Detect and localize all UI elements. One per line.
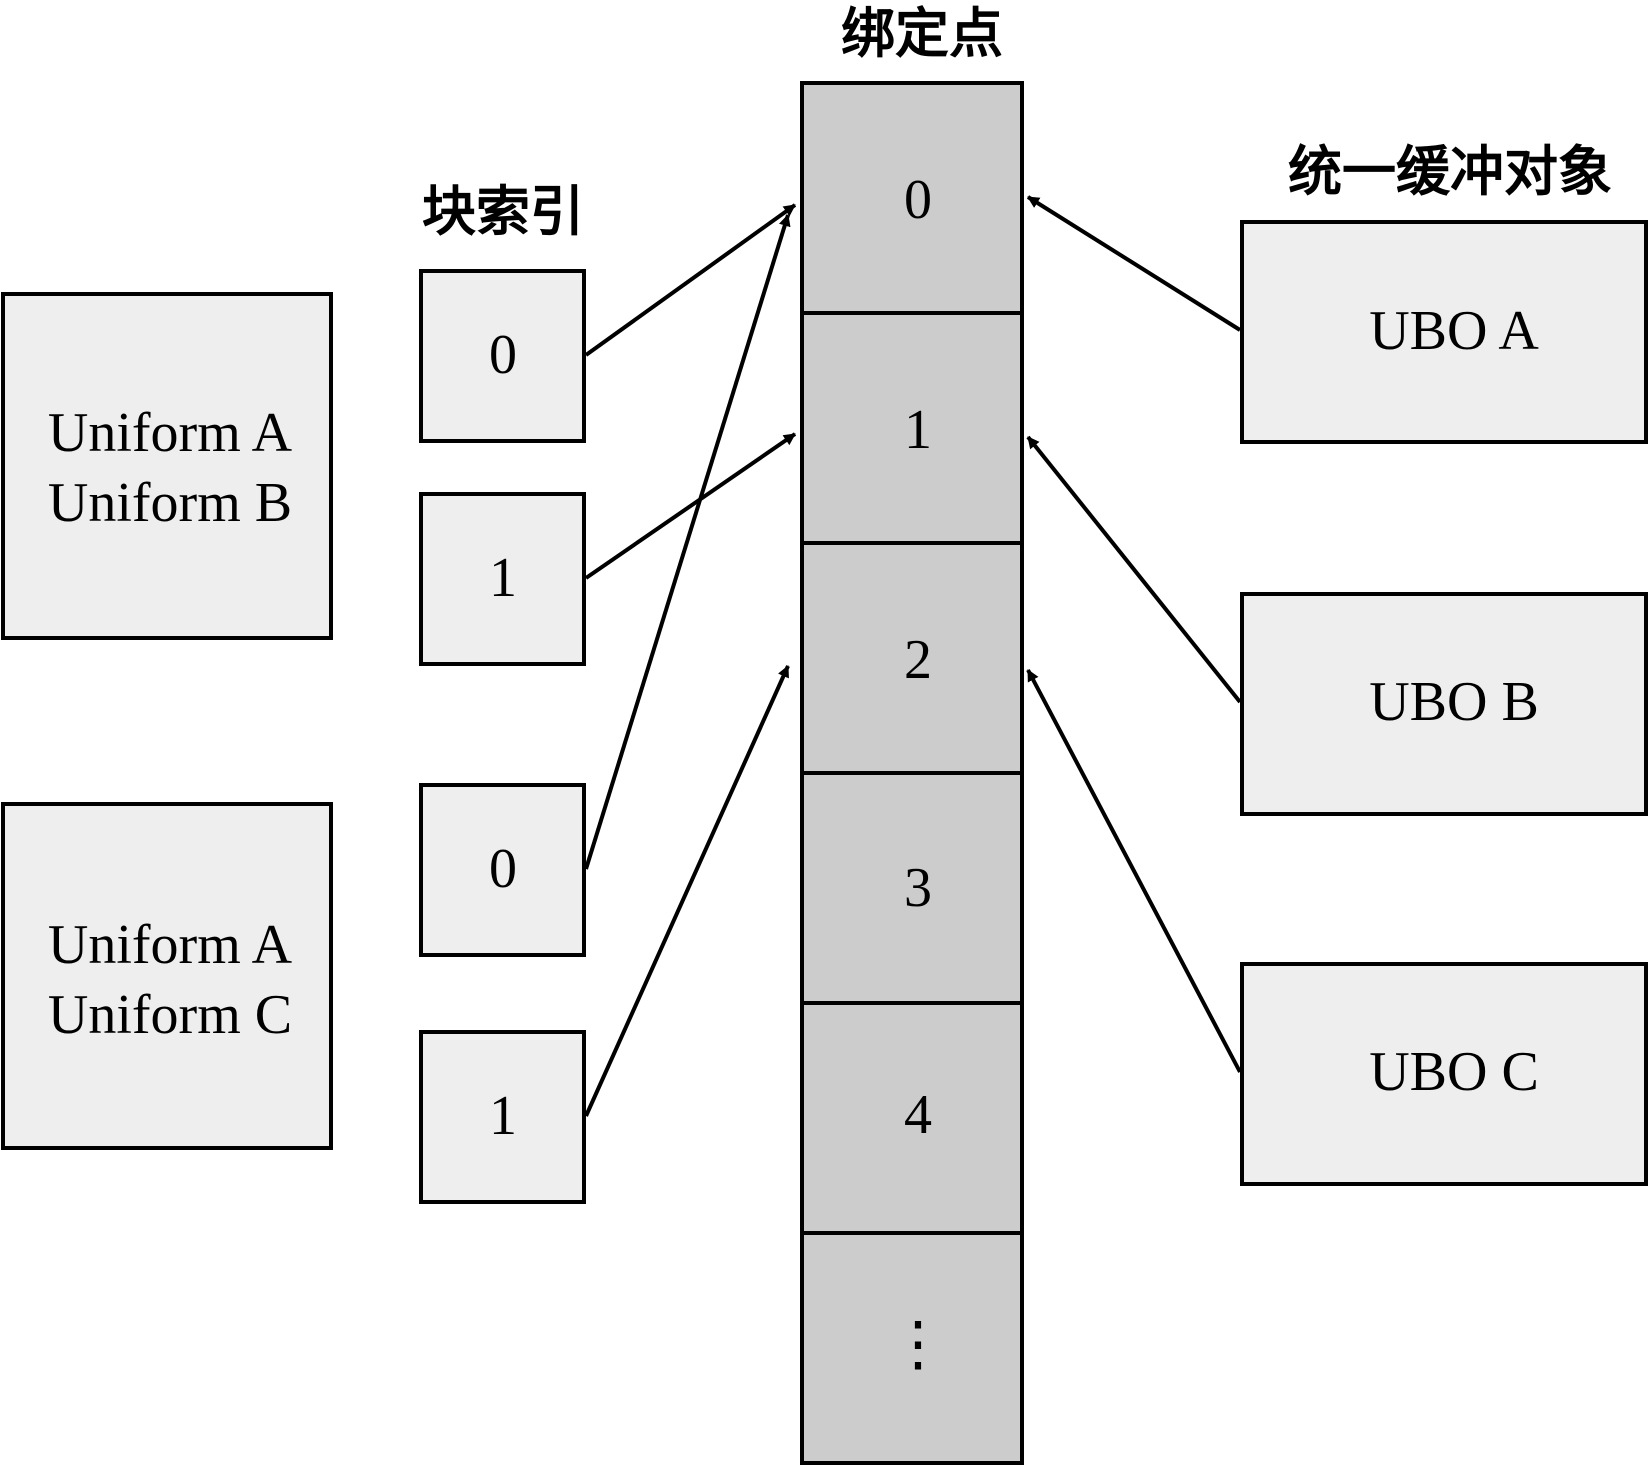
program-1-uniform-line-1: Uniform A (48, 402, 293, 464)
arrow-ubo-to-binding-1 (1026, 435, 1242, 704)
binding-point-ellipsis: ⋮ (888, 1311, 948, 1377)
ubo-box: UBO C (1240, 962, 1648, 1186)
binding-point-label: 0 (904, 169, 932, 231)
arrow-block-index-to-binding-2 (584, 665, 790, 1117)
binding-point-label: 1 (904, 399, 932, 461)
svg-text:0: 0 (489, 838, 517, 900)
binding-point-slot (800, 1231, 1024, 1465)
program-box-2: Uniform A Uniform C (1, 802, 333, 1150)
svg-text:1: 1 (489, 1085, 517, 1147)
binding-point-slot (800, 311, 1024, 545)
svg-text:UBO C: UBO C (1369, 1041, 1539, 1103)
block-index-box: 1 (419, 1030, 586, 1204)
program-box-1: Uniform A Uniform B (1, 292, 333, 640)
binding-points-header: 绑定点 (841, 2, 1003, 65)
arrow-block-index-to-binding-0 (584, 203, 797, 357)
svg-text:1: 1 (489, 547, 517, 609)
svg-text:0: 0 (489, 324, 517, 386)
arrow-ubo-to-binding-2 (1026, 669, 1242, 1073)
arrow-block-index-to-binding-1 (584, 432, 797, 580)
program-2-uniform-line-2: Uniform C (48, 984, 292, 1046)
svg-text:UBO A: UBO A (1369, 300, 1539, 362)
arrow-block-index-to-binding-0 (584, 214, 791, 870)
program-2-uniform-line-1: Uniform A (48, 914, 293, 976)
binding-point-slot (800, 771, 1024, 1005)
binding-point-label: 4 (904, 1084, 932, 1146)
block-index-box: 0 (419, 269, 586, 443)
ubo-header: 统一缓冲对象 (1288, 140, 1612, 203)
svg-text:UBO B: UBO B (1369, 671, 1539, 733)
block-index-box: 0 (419, 783, 586, 957)
block-index-header: 块索引 (422, 180, 584, 243)
binding-points-column: 0 1 2 3 4 ⋮ (800, 81, 1024, 1465)
program-1-uniform-line-2: Uniform B (48, 472, 292, 534)
binding-point-label: 2 (904, 629, 932, 691)
arrow-ubo-to-binding-0 (1026, 195, 1242, 332)
ubo-box: UBO B (1240, 592, 1648, 816)
block-index-box: 1 (419, 492, 586, 666)
binding-point-label: 3 (904, 857, 932, 919)
ubo-box: UBO A (1240, 220, 1648, 444)
